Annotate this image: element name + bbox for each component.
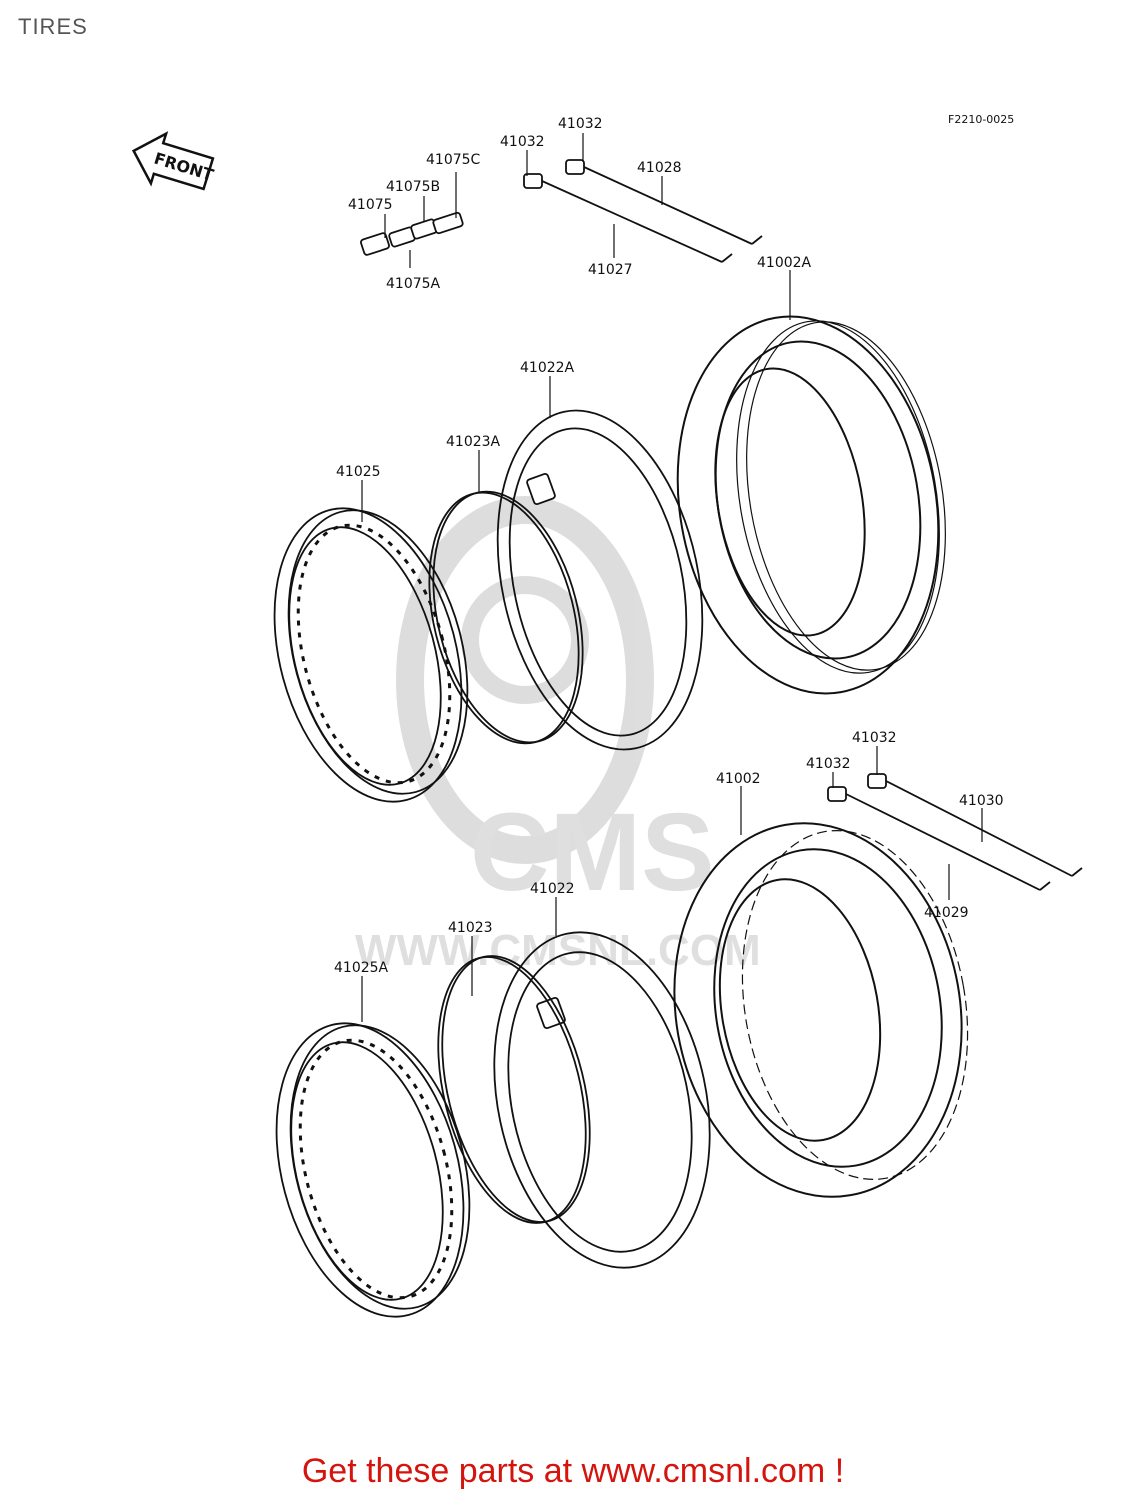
part-label-41032[interactable]: 41032 xyxy=(500,134,545,150)
watermark: CMS WWW.CMSNL.COM xyxy=(355,496,761,975)
part-label-41075B[interactable]: 41075B xyxy=(386,179,440,195)
valve-leader-lines xyxy=(384,172,457,268)
figure-code: F2210-0025 xyxy=(948,113,1014,126)
part-label-41023[interactable]: 41023 xyxy=(448,920,493,936)
parts-diagram: CMS WWW.CMSNL.COM F2210-0025 FRONT xyxy=(131,113,1083,1318)
rear-spokes xyxy=(827,773,1083,891)
rear-assembly-leaders xyxy=(361,897,557,1022)
footer-cta-link[interactable]: Get these parts at www.cmsnl.com ! xyxy=(301,1452,845,1490)
part-label-41022[interactable]: 41022 xyxy=(530,881,575,897)
front-tube-41022A xyxy=(496,409,704,751)
watermark-url: WWW.CMSNL.COM xyxy=(355,926,761,975)
front-assembly-leaders xyxy=(361,376,551,522)
front-tire-41002A xyxy=(676,315,946,695)
rear-tire-41002 xyxy=(673,822,969,1198)
part-label-41029[interactable]: 41029 xyxy=(924,905,969,921)
watermark-mascot-icon xyxy=(396,496,654,864)
part-label-41075A[interactable]: 41075A xyxy=(386,276,441,292)
part-label-41025A[interactable]: 41025A xyxy=(334,960,389,976)
part-label-41032[interactable]: 41032 xyxy=(558,116,603,132)
part-label-41025[interactable]: 41025 xyxy=(336,464,381,480)
rear-spoke-leaders xyxy=(740,746,983,900)
part-label-41028[interactable]: 41028 xyxy=(637,160,682,176)
front-rim-41025 xyxy=(273,507,469,803)
part-label-41023A[interactable]: 41023A xyxy=(446,434,501,450)
part-label-41002[interactable]: 41002 xyxy=(716,771,761,787)
front-rim-band-41023A xyxy=(428,490,584,745)
watermark-logo-text: CMS xyxy=(470,791,714,914)
rear-tube-41022 xyxy=(493,931,711,1269)
rear-rim-band-41023 xyxy=(437,955,591,1224)
page-title: TIRES xyxy=(18,14,88,39)
front-spokes xyxy=(523,159,763,263)
part-label-41032[interactable]: 41032 xyxy=(852,730,897,746)
part-label-41002A[interactable]: 41002A xyxy=(757,255,812,271)
part-label-41030[interactable]: 41030 xyxy=(959,793,1004,809)
front-arrow-icon: FRONT xyxy=(131,131,216,191)
front-tube-valve-icon xyxy=(526,472,556,506)
part-label-41032[interactable]: 41032 xyxy=(806,756,851,772)
valve-parts xyxy=(360,211,464,256)
part-label-41027[interactable]: 41027 xyxy=(588,262,633,278)
part-label-41022A[interactable]: 41022A xyxy=(520,360,575,376)
rear-rim-41025A xyxy=(275,1022,471,1318)
part-label-41075C[interactable]: 41075C xyxy=(426,152,481,168)
watermark-mascot-face-icon xyxy=(461,576,589,704)
front-spoke-leaders xyxy=(526,133,791,320)
part-label-41075[interactable]: 41075 xyxy=(348,197,393,213)
